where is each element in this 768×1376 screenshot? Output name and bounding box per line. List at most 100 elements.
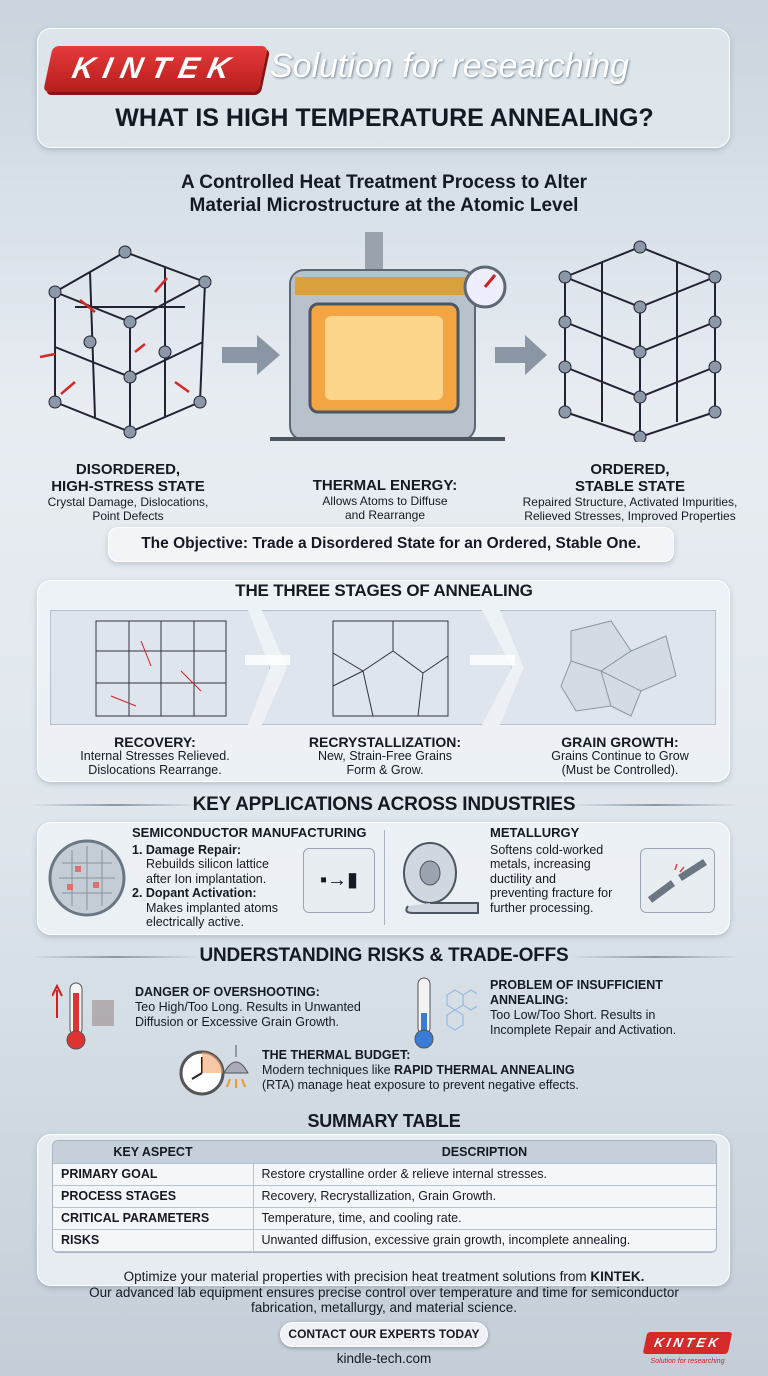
state-desc: Point Defects <box>92 509 164 523</box>
divider <box>570 956 740 958</box>
state-desc: Crystal Damage, Dislocations, <box>47 495 209 509</box>
stages-heading: THE THREE STAGES OF ANNEALING <box>235 581 533 600</box>
website-link[interactable]: kindle-tech.com <box>336 1351 432 1366</box>
footer-kintek-logo: KINTEK <box>642 1332 733 1354</box>
risk-title: ANNEALING: <box>490 993 569 1007</box>
arrow-right-icon <box>495 335 547 375</box>
app-desc: Makes implanted atoms <box>146 900 279 915</box>
stage-desc: Grains Continue to Grow <box>551 749 689 763</box>
overshooting-text: DANGER OF OVERSHOOTING: Teo High/Too Lon… <box>135 985 361 1030</box>
page-title: WHAT IS HIGH TEMPERATURE ANNEALING? <box>115 104 654 132</box>
app-desc: preventing fracture for <box>490 886 613 900</box>
stage-desc: (Must be Controlled). <box>561 763 679 777</box>
stage-recovery-label: RECOVERY: Internal Stresses Relieved. Di… <box>45 735 265 777</box>
stage-title: RECOVERY: <box>114 734 196 750</box>
disordered-state-label: DISORDERED, HIGH-STRESS STATE Crystal Da… <box>18 461 238 523</box>
table-cell: Restore crystalline order & relieve inte… <box>253 1163 716 1186</box>
app-point: 1. Damage Repair: <box>132 842 242 857</box>
arrow-right-icon <box>222 335 280 375</box>
objective-callout: The Objective: Trade a Disordered State … <box>108 527 674 562</box>
table-cell: Recovery, Recrystallization, Grain Growt… <box>253 1185 716 1208</box>
state-title: STABLE STATE <box>575 478 685 495</box>
stage-desc: Internal Stresses Relieved. <box>80 749 230 763</box>
subtitle: A Controlled Heat Treatment Process to A… <box>0 171 768 217</box>
summary-heading: SUMMARY TABLE <box>307 1111 461 1131</box>
footer-logo-slogan: Solution for researching <box>650 1358 725 1365</box>
table-cell: RISKS <box>53 1229 254 1252</box>
divider <box>30 956 200 958</box>
stage-recovery-image <box>50 610 270 725</box>
stage-arrow-icon <box>470 655 515 665</box>
app-desc: ductility and <box>490 871 557 886</box>
state-title: DISORDERED, <box>75 461 181 478</box>
chip-transistor-icon: ▪→▮ <box>303 848 375 913</box>
state-desc: Repaired Structure, Activated Impurities… <box>522 495 738 509</box>
applications-panel <box>37 822 730 935</box>
stage-desc: Form & Grow. <box>346 763 424 777</box>
footer-text: Optimize your material properties with p… <box>0 1269 768 1316</box>
stage-recrystallization-label: RECRYSTALLIZATION: New, Strain-Free Grai… <box>275 735 495 777</box>
furnace-illustration <box>270 232 507 441</box>
fractured-rod-icon <box>640 848 715 913</box>
stage-grain-growth-image <box>500 610 716 725</box>
column-header: KEY ASPECT <box>53 1141 253 1164</box>
state-desc: Allows Atoms to Diffuse <box>322 494 448 508</box>
thermometer-cold-icon <box>414 977 477 1049</box>
slogan: Solution for researching <box>270 47 630 85</box>
thermal-energy-label: THERMAL ENERGY: Allows Atoms to Diffuse … <box>270 477 500 522</box>
insufficient-text: PROBLEM OF INSUFFICIENT ANNEALING: Too L… <box>490 978 676 1038</box>
state-title: HIGH-STRESS STATE <box>51 478 205 495</box>
stage-grain-growth-label: GRAIN GROWTH: Grains Continue to Grow (M… <box>510 735 730 777</box>
stage-recrystallization-image <box>262 610 512 725</box>
footer-line: Our advanced lab equipment ensures preci… <box>89 1284 679 1300</box>
contact-button[interactable]: CONTACT OUR EXPERTS TODAY <box>280 1322 488 1347</box>
risk-desc: (RTA) manage heat exposure to prevent ne… <box>262 1078 579 1092</box>
app-point: 2. Dopant Activation: <box>132 886 257 900</box>
footer-brand: KINTEK. <box>590 1269 645 1284</box>
risk-desc: Teo High/Too Long. Results in Unwanted <box>135 1000 361 1014</box>
subtitle-line: A Controlled Heat Treatment Process to A… <box>180 172 588 193</box>
rta-emphasis: RAPID THERMAL ANNEALING <box>394 1063 575 1077</box>
column-header: DESCRIPTION <box>253 1141 716 1164</box>
app-title: SEMICONDUCTOR MANUFACTURING <box>132 825 367 840</box>
table-cell: Temperature, time, and cooling rate. <box>253 1207 716 1230</box>
header-panel: KINTEK Solution for researching WHAT IS … <box>37 28 730 148</box>
footer-line: Optimize your material properties with p… <box>123 1269 591 1284</box>
app-desc: Rebuilds silicon lattice <box>146 857 269 871</box>
risk-title: THE THERMAL BUDGET: <box>262 1048 411 1062</box>
stage-arrow-icon <box>245 655 290 665</box>
stage-desc: New, Strain-Free Grains <box>317 749 453 763</box>
metallurgy-text: METALLURGY Softens cold-worked metals, i… <box>490 825 613 915</box>
semiconductor-text: SEMICONDUCTOR MANUFACTURING 1. Damage Re… <box>132 825 367 930</box>
thermometer-hot-icon <box>52 982 114 1050</box>
risk-desc: Modern techniques like <box>262 1063 395 1077</box>
ordered-state-label: ORDERED, STABLE STATE Repaired Structure… <box>510 461 750 523</box>
risk-title: DANGER OF OVERSHOOTING: <box>135 985 320 999</box>
state-desc: Relieved Stresses, Improved Properties <box>524 509 736 523</box>
app-desc: electrically active. <box>146 915 244 929</box>
risks-heading: UNDERSTANDING RISKS & TRADE-OFFS <box>199 945 569 966</box>
footer-line: fabrication, metallurgy, and material sc… <box>250 1300 518 1315</box>
stage-desc: Dislocations Rearrange. <box>88 763 222 777</box>
divider <box>30 804 200 806</box>
applications-heading: KEY APPLICATIONS ACROSS INDUSTRIES <box>192 794 576 815</box>
kintek-logo: KINTEK <box>43 46 268 92</box>
app-title: METALLURGY <box>490 825 580 840</box>
ordered-lattice-illustration <box>558 240 722 442</box>
stage-title: GRAIN GROWTH: <box>561 734 679 750</box>
app-desc: Softens cold-worked <box>490 842 604 857</box>
table-cell: PRIMARY GOAL <box>53 1163 254 1186</box>
app-desc: after Ion implantation. <box>146 871 267 886</box>
vertical-divider <box>384 830 385 925</box>
silicon-wafer-icon <box>48 839 126 917</box>
risk-desc: Diffusion or Excessive Grain Growth. <box>135 1015 340 1029</box>
table-cell: CRITICAL PARAMETERS <box>53 1207 254 1230</box>
thermal-budget-text: THE THERMAL BUDGET: Modern techniques li… <box>262 1048 579 1093</box>
risk-desc: Too Low/Too Short. Results in <box>490 1008 656 1022</box>
app-desc: metals, increasing <box>490 857 591 871</box>
